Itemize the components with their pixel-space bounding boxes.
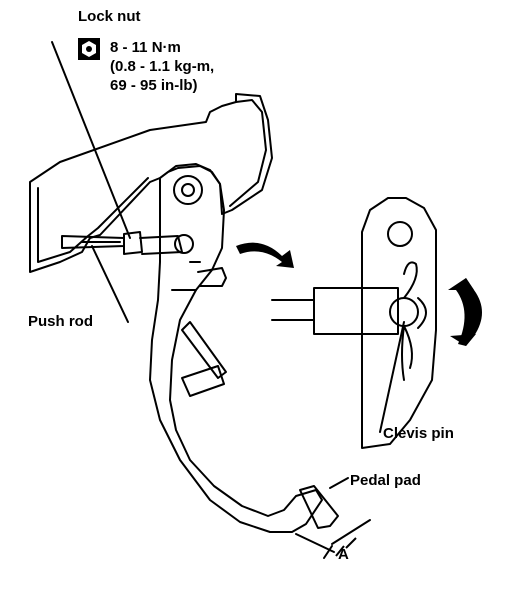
pedal-clevis-pin — [174, 234, 194, 254]
torque-kgm: (0.8 - 1.1 kg-m, — [110, 58, 215, 75]
detail-pivot-hole — [387, 221, 413, 247]
pedal-pad — [299, 485, 339, 529]
rotate-arrow-icon — [236, 242, 294, 268]
push-rod-label: Push rod — [28, 313, 94, 330]
detail-clevis — [313, 287, 399, 335]
lock-nut — [123, 231, 143, 255]
pedal-arm — [149, 163, 323, 533]
torque-spec: 8 - 11 N·m (0.8 - 1.1 kg-m, 69 - 95 in-l… — [110, 38, 214, 95]
detail-lever-plate — [361, 197, 437, 449]
pedal-pad-leader — [329, 477, 349, 489]
stopper-block — [181, 365, 225, 397]
torque-inlb: 69 - 95 in-lb) — [110, 77, 198, 94]
bracket-inner-edge — [37, 177, 149, 263]
stop-bracket — [181, 321, 227, 379]
clevis-yoke — [139, 235, 183, 255]
dimension-a-line — [295, 533, 335, 553]
clevis-pin-label: Clevis pin — [383, 425, 454, 442]
pedal-bracket — [29, 93, 273, 273]
nut-torque-icon — [78, 38, 100, 60]
lock-nut-leader — [51, 41, 131, 239]
pedal-pivot — [173, 175, 203, 205]
pedal-pad-label: Pedal pad — [350, 472, 421, 489]
dimension-a-label: A — [338, 546, 349, 563]
torque-nm: 8 - 11 N·m — [110, 39, 181, 56]
swing-arrow-icon — [456, 278, 482, 346]
pedal-slot — [197, 267, 227, 287]
lock-nut-label: Lock nut — [78, 8, 141, 25]
clevis-leader — [379, 321, 405, 433]
push-rod-leader — [91, 245, 129, 323]
